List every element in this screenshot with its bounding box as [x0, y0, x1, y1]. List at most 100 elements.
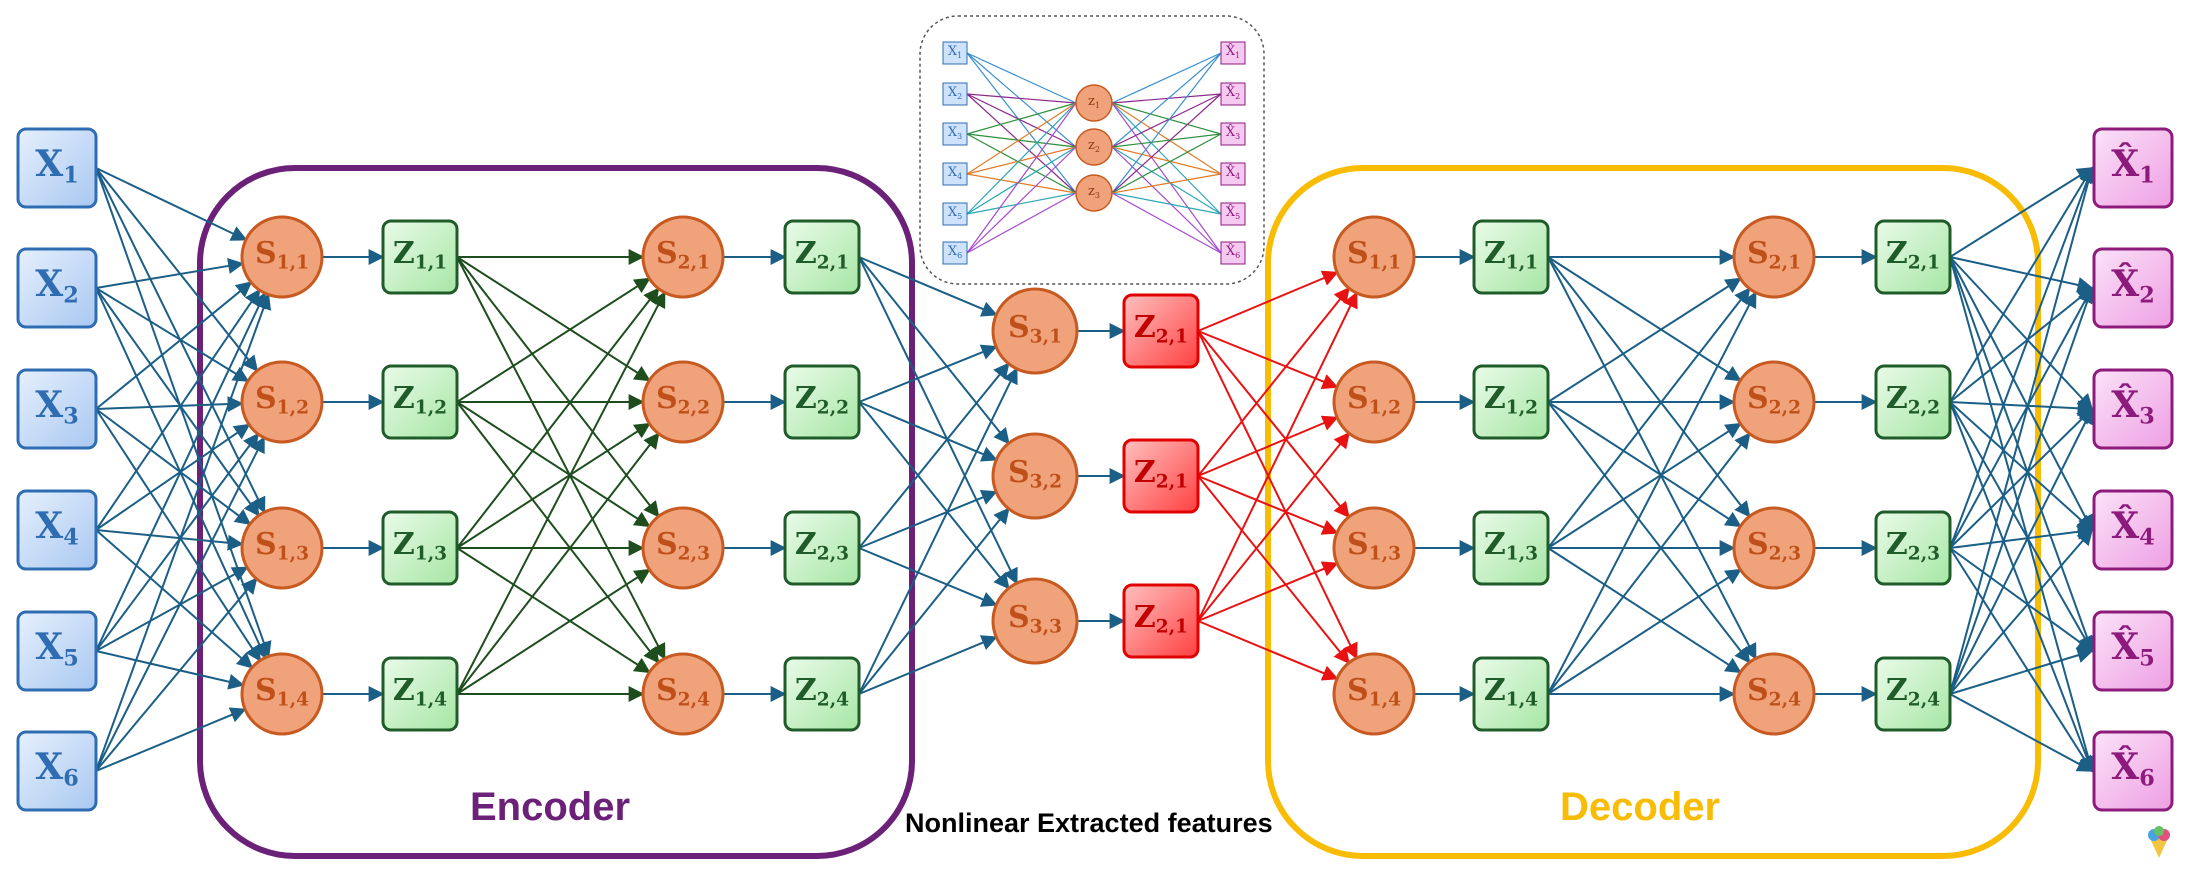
edge — [95, 287, 250, 382]
inset-edge — [966, 133, 1077, 148]
inset-edge — [1111, 93, 1222, 148]
inset-input-label-6: X6 — [948, 244, 962, 260]
inset-input-label-2: X2 — [948, 85, 962, 101]
output-node-xhat2 — [2092, 247, 2174, 329]
inset-input-label-1: X1 — [948, 44, 962, 60]
inset-edge — [1111, 93, 1222, 194]
edge — [1547, 401, 1742, 528]
encoder-z2-node-1-label: Z2,1 — [795, 236, 849, 274]
edge — [95, 408, 262, 662]
input-node-x4-label: X4 — [35, 505, 78, 551]
encoder-z1-node-4-label: Z1,4 — [393, 673, 447, 711]
edge — [1197, 620, 1339, 681]
edge — [95, 291, 267, 652]
inset-edge — [966, 102, 1077, 254]
edge — [1197, 475, 1339, 535]
encoder-z1-node-1-label: Z1,1 — [393, 236, 447, 274]
edge — [1949, 547, 2094, 652]
decoder-s2-node-2-label: S2,2 — [1747, 381, 1801, 419]
inset-input-node-5 — [942, 202, 968, 226]
inset-edge — [1111, 52, 1222, 104]
inset-edge — [1111, 133, 1222, 194]
edge — [1197, 330, 1350, 519]
decoder-z1-node-2 — [1472, 364, 1550, 440]
inset-edge — [1111, 52, 1222, 148]
decoder-z1-node-4-label: Z1,4 — [1484, 673, 1538, 711]
edge — [858, 344, 998, 403]
encoder-z1-node-4 — [381, 656, 459, 732]
edge — [858, 635, 998, 695]
edge — [456, 256, 660, 518]
edge — [1949, 256, 2094, 411]
output-node-xhat3 — [2092, 368, 2174, 450]
edge — [1949, 256, 2093, 532]
inset-edge — [966, 102, 1077, 135]
edge — [1547, 291, 1757, 695]
edge — [456, 277, 651, 403]
nodes-layer: X1X2X3X4X5X6S1,1S1,2S1,3S1,4Z1,1Z1,2Z1,3… — [16, 41, 2174, 812]
decoder-s2-node-4 — [1732, 652, 1816, 736]
inset-edge — [1111, 102, 1222, 215]
decoder-s2-node-3-label: S2,3 — [1747, 527, 1801, 565]
inset-edges-layer — [966, 52, 1222, 254]
inset-edge — [1111, 52, 1222, 194]
edge — [1197, 291, 1358, 622]
decoder-s2-node-3 — [1732, 506, 1816, 590]
edge — [1949, 166, 2096, 695]
output-node-xhat5 — [2092, 610, 2174, 692]
decoder-s1-node-3 — [1332, 506, 1416, 590]
decoder-s1-node-4-label: S1,4 — [1347, 673, 1401, 711]
edge — [858, 362, 1010, 549]
inset-output-label-5: X̂5 — [1226, 203, 1240, 220]
edge — [1949, 523, 2094, 549]
output-node-xhat6-label: X̂6 — [2111, 745, 2154, 791]
encoder-s1-node-1-label: S1,1 — [255, 236, 309, 274]
bottleneck-s-node-1-label: S3,1 — [1008, 310, 1062, 348]
edge — [95, 650, 245, 690]
encoder-z2-node-2 — [783, 364, 861, 440]
output-node-xhat4-label: X̂4 — [2111, 504, 2154, 550]
inset-input-node-4 — [942, 162, 968, 186]
encoder-s1-node-4 — [240, 652, 324, 736]
decoder-s2-node-4-label: S2,4 — [1747, 673, 1801, 711]
edges-layer — [95, 166, 2096, 773]
input-node-x3 — [16, 368, 98, 450]
inset-hidden-label-1: z1 — [1088, 94, 1100, 110]
inset-edge — [966, 133, 1077, 194]
edge — [1949, 256, 2096, 773]
edge — [1949, 166, 2093, 403]
output-node-xhat2-label: X̂2 — [2111, 262, 2154, 308]
inset-edge — [1111, 192, 1222, 215]
edge — [95, 167, 259, 372]
edge — [95, 287, 260, 517]
encoder-z1-node-2-label: Z1,2 — [393, 381, 447, 419]
inset-hidden-node-1 — [1075, 84, 1113, 122]
edge — [456, 422, 651, 549]
edge — [858, 401, 1010, 590]
output-node-xhat1-label: X̂1 — [2111, 142, 2154, 188]
edge — [1949, 647, 2094, 695]
encoder-s2-node-4 — [641, 652, 725, 736]
decoder-z2-node-4 — [1874, 656, 1952, 732]
bottleneck-z-node-2 — [1122, 438, 1200, 514]
edge — [1949, 286, 2093, 549]
bottleneck-s-node-3-label: S3,3 — [1008, 600, 1062, 638]
inset-edge — [966, 146, 1077, 254]
inset-hidden-node-3 — [1075, 174, 1113, 212]
input-node-x4 — [16, 489, 98, 571]
inset-output-label-6: X̂6 — [1226, 242, 1240, 259]
input-node-x6 — [16, 730, 98, 812]
decoder-s1-node-1-label: S1,1 — [1347, 236, 1401, 274]
edge — [1949, 401, 2093, 653]
encoder-s1-node-1 — [240, 215, 324, 299]
inset-output-node-1 — [1220, 41, 1246, 65]
edge — [1547, 256, 1751, 518]
edge — [1949, 256, 2094, 293]
decoder-s1-node-2 — [1332, 360, 1416, 444]
output-node-xhat1 — [2092, 127, 2174, 209]
inset-edge — [966, 52, 1077, 104]
inset-output-node-2 — [1220, 82, 1246, 106]
encoder-z2-node-3-label: Z2,3 — [795, 527, 849, 565]
bottleneck-z-node-1-label: Z2,1 — [1134, 310, 1188, 348]
decoder-frame — [1265, 165, 2041, 859]
